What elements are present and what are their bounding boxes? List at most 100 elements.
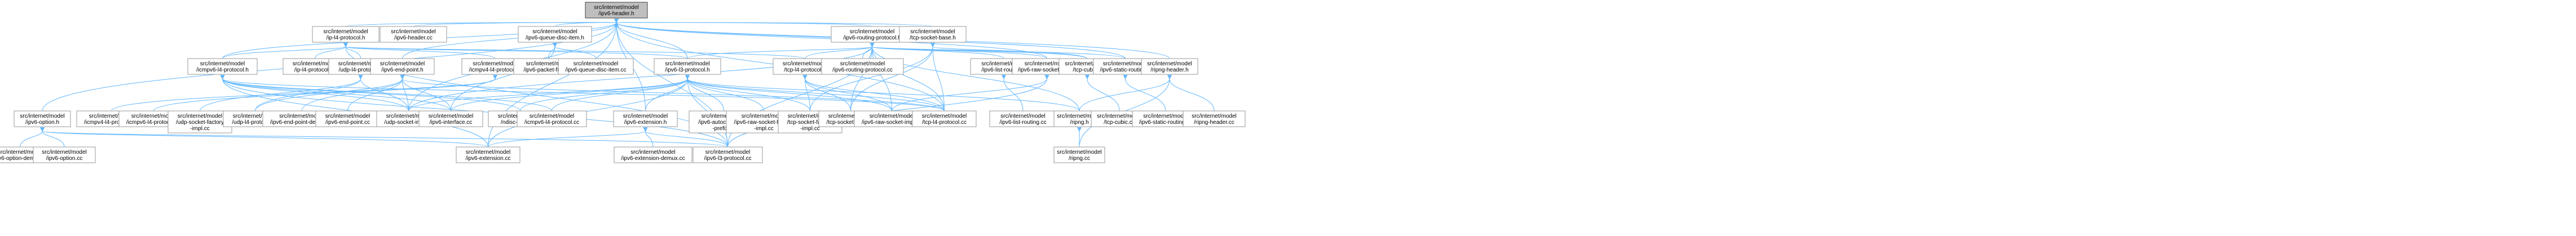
file-node[interactable]: src/internet/model/tcp-socket-base.h <box>899 26 967 43</box>
node-label-line: -prefix.cc <box>712 126 735 132</box>
file-node[interactable]: src/internet/model/ipv6-extension.cc <box>456 146 521 163</box>
dependency-edge <box>1123 74 1166 112</box>
node-label-line: -impl.cc <box>190 126 209 132</box>
node-label-line: /ripng.h <box>1070 119 1088 126</box>
node-label-line: src/internet/model <box>1097 113 1141 119</box>
node-label-line: /ipv6-option-demux.cc <box>0 155 47 162</box>
node-label-line: /ipv6-end-point.h <box>381 67 424 73</box>
node-label-line: /ipv6-raw-socket-impl.h <box>1018 67 1076 73</box>
file-node[interactable]: src/internet/model/ipv6-extension.h <box>613 110 678 127</box>
node-label-line: /ip-l4-protocol.cc <box>294 67 336 73</box>
node-box <box>312 26 380 43</box>
node-label-line: src/internet/model <box>850 29 894 35</box>
node-label-line: src/internet/model <box>20 113 64 119</box>
node-label-line: src/internet/model <box>870 113 914 119</box>
node-box <box>613 110 678 127</box>
file-node[interactable]: src/internet/model/ipv6-l3-protocol.h <box>654 58 721 75</box>
root-header-node[interactable]: src/internet/model/ipv6-header.h <box>585 2 648 19</box>
node-label-line: src/internet/model <box>783 61 827 67</box>
node-label-line: src/internet/model <box>788 113 832 119</box>
dependency-edge <box>554 22 620 27</box>
node-label-line: src/internet/model <box>1000 113 1045 119</box>
node-label-line: src/internet/model <box>665 61 709 67</box>
file-node[interactable]: src/internet/model/ipv6-queue-disc-item.… <box>558 58 634 75</box>
node-label-line: src/internet/model <box>594 5 638 11</box>
node-label-line: /tcp-socket-base.cc <box>826 119 875 126</box>
node-label-line: /ipv6-l3-protocol.cc <box>704 155 752 162</box>
dependency-edge <box>343 42 688 59</box>
file-node[interactable]: src/internet/model/tcp-l4-protocol.cc <box>912 110 977 127</box>
node-box <box>1183 110 1246 127</box>
node-label-line: /ipv6-static-routing.h <box>1100 67 1150 73</box>
file-node[interactable]: src/internet/model/ipv6-option.cc <box>33 146 96 163</box>
node-box <box>899 26 967 43</box>
node-label-line: /icmpv4-l4-protocol.cc <box>84 119 139 126</box>
dependency-edge <box>343 42 496 59</box>
dependency-edge <box>408 74 690 112</box>
file-node[interactable]: src/internet/model/ipv6-header.cc <box>380 26 447 43</box>
dependency-edge <box>1001 74 1024 112</box>
dependency-edge <box>451 74 690 112</box>
node-label-line: src/internet/model <box>630 149 675 155</box>
node-label-line: src/internet/model <box>1057 113 1101 119</box>
node-label-line: /tcp-l4-protocol.h <box>784 67 826 73</box>
node-label-line: /ipv6-raw-socket-factory <box>734 119 793 126</box>
dependency-edge <box>802 74 945 112</box>
file-node[interactable]: src/internet/model/ipv6-l3-protocol.cc <box>692 146 763 163</box>
dependency-edge <box>612 22 933 27</box>
file-node[interactable]: src/internet/model/icmpv6-l4-protocol.h <box>187 58 258 75</box>
file-node[interactable]: src/internet/model/ripng.cc <box>1053 146 1105 163</box>
node-box <box>517 110 587 127</box>
node-label-line: src/internet/model <box>1065 61 1109 67</box>
node-label-line: src/internet/model <box>429 113 473 119</box>
node-label-line: /tcp-cubic.cc <box>1104 119 1135 126</box>
file-node[interactable]: src/internet/model/ipv6-list-routing.cc <box>989 110 1057 127</box>
file-node[interactable]: src/internet/model/ipv6-extension-demux.… <box>614 146 692 163</box>
dependency-edge <box>39 127 65 148</box>
dependency-edge <box>870 42 945 112</box>
node-label-line: src/internet/model <box>1103 61 1148 67</box>
node-box <box>167 110 232 133</box>
dependency-edge <box>1084 74 1120 112</box>
dependency-edge <box>400 74 945 112</box>
node-box <box>456 146 521 163</box>
dependency-edge <box>643 127 654 148</box>
dependency-edge <box>39 127 728 148</box>
node-label-line: /ipv6-interface.cc <box>430 119 473 126</box>
file-node[interactable]: src/internet/model/ipv6-end-point.cc <box>315 110 380 127</box>
node-label-line: src/internet/model <box>391 29 435 35</box>
node-label-line: /ipv6-list-routing.cc <box>999 119 1046 126</box>
file-node[interactable]: src/internet/model/ipv6-option.h <box>14 110 71 127</box>
node-label-line: src/internet/model <box>840 61 885 67</box>
file-node[interactable]: src/internet/model/ipv6-end-point.h <box>370 58 435 75</box>
file-node[interactable]: src/internet/model/icmpv6-l4-protocol.cc <box>517 110 587 127</box>
node-label-line: src/internet/model <box>323 29 368 35</box>
node-box <box>187 58 258 75</box>
file-node[interactable]: src/internet/model/ripng-header.cc <box>1183 110 1246 127</box>
dependency-edge <box>810 42 936 112</box>
node-label-line: src/internet/model <box>42 149 86 155</box>
node-label-line: /ipv6-extension-demux.cc <box>621 155 685 162</box>
node-label-line: /ripng-header.cc <box>1194 119 1234 126</box>
node-label-line: src/internet/model <box>1057 149 1101 155</box>
node-label-line: /ipv6-extension.cc <box>465 155 510 162</box>
node-label-line: src/internet/model <box>1147 61 1192 67</box>
node-box <box>418 110 483 127</box>
file-node[interactable]: src/internet/model/ip-l4-protocol.h <box>312 26 380 43</box>
node-label-line: src/internet/model <box>1143 113 1188 119</box>
node-label-line: src/internet/model <box>742 113 786 119</box>
node-label-line: src/internet/model <box>574 61 618 67</box>
node-label-line: /ipv6-static-routing.cc <box>1139 119 1192 126</box>
node-label-line: src/internet/model <box>89 113 134 119</box>
node-label-line: /ipv6-raw-socket-impl.cc <box>862 119 922 126</box>
file-node[interactable]: src/internet/model/udp-socket-factory-im… <box>167 110 232 133</box>
node-label-line: /ripng.cc <box>1069 155 1090 162</box>
node-label-line: /ipv6-l3-protocol.h <box>665 67 709 73</box>
node-label-line: src/internet/model <box>380 61 425 67</box>
file-node[interactable]: src/internet/model/ripng-header.h <box>1141 58 1198 75</box>
file-node[interactable]: src/internet/model/ipv6-queue-disc-item.… <box>518 26 592 43</box>
node-label-line: /ipv6-extension.h <box>624 119 667 126</box>
dependency-edge <box>870 42 1126 59</box>
file-node[interactable]: src/internet/model/ipv6-routing-protocol… <box>821 58 904 75</box>
file-node[interactable]: src/internet/model/ipv6-interface.cc <box>418 110 483 127</box>
